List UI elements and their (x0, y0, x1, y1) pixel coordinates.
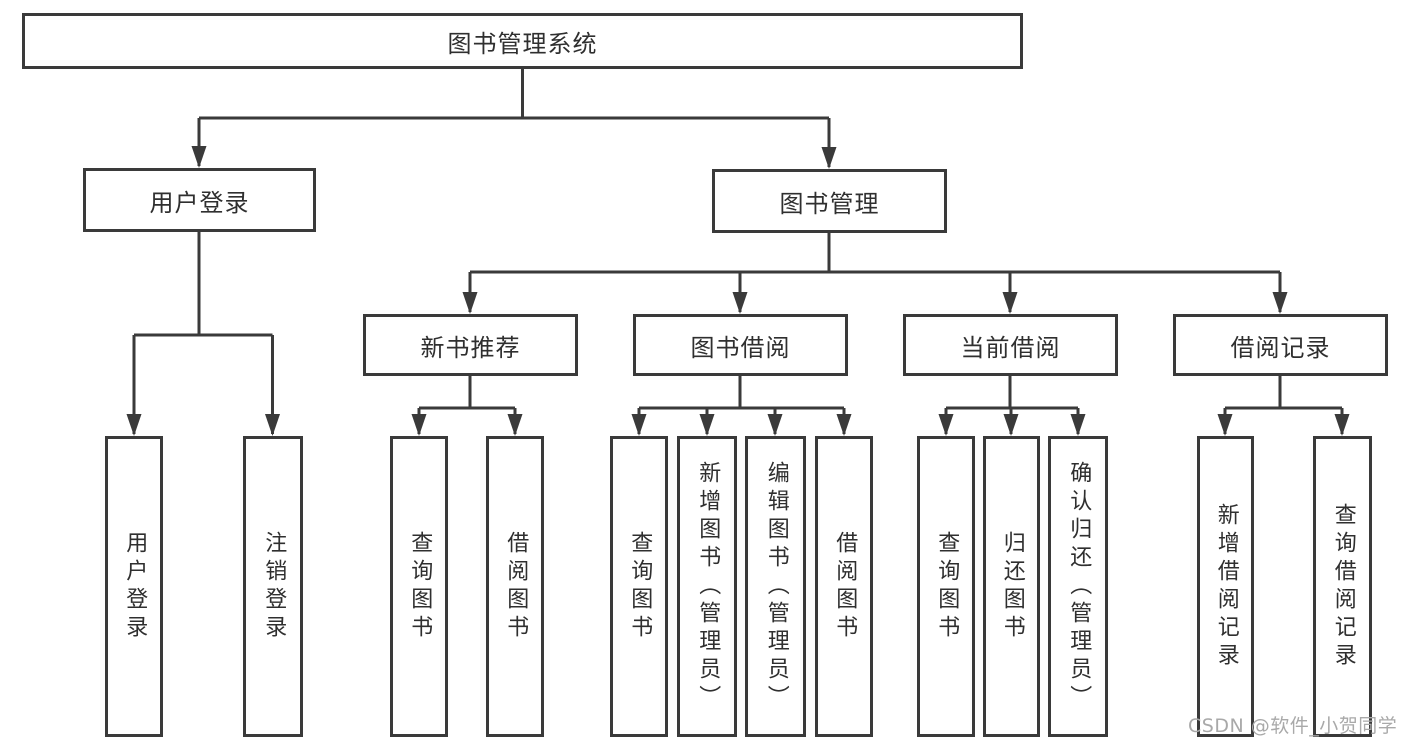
leaf-borrow-query-book-label: 查询图书 (627, 530, 653, 643)
leaf-logout-label: 注销登录 (261, 530, 287, 643)
leaf-current-return-book: 归还图书 (983, 436, 1040, 737)
node-new-book-recommend: 新书推荐 (363, 314, 578, 376)
leaf-borrow-edit-book-admin: 编辑图书（管理员） (745, 436, 806, 737)
node-book-management: 图书管理 (712, 169, 947, 233)
node-book-management-label: 图书管理 (779, 189, 880, 218)
node-root: 图书管理系统 (22, 13, 1023, 69)
node-current-borrow-label: 当前借阅 (960, 333, 1061, 362)
leaf-current-return-book-label: 归还图书 (999, 530, 1025, 643)
leaf-record-add-borrow-record: 新增借阅记录 (1197, 436, 1254, 737)
leaf-current-query-book: 查询图书 (917, 436, 975, 737)
node-new-book-recommend-label: 新书推荐 (420, 333, 521, 362)
leaf-record-query-borrow-record-label: 查询借阅记录 (1330, 502, 1356, 671)
leaf-borrow-add-book-admin-label: 新增图书（管理员） (695, 460, 721, 713)
leaf-record-add-borrow-record-label: 新增借阅记录 (1213, 502, 1239, 671)
leaf-current-confirm-return-admin-label: 确认归还（管理员） (1066, 460, 1092, 713)
leaf-borrow-add-book-admin: 新增图书（管理员） (677, 436, 737, 737)
leaf-newrec-borrow-book: 借阅图书 (486, 436, 544, 737)
node-root-label: 图书管理系统 (447, 29, 598, 58)
leaf-user-login-label: 用户登录 (122, 530, 148, 643)
leaf-current-confirm-return-admin: 确认归还（管理员） (1048, 436, 1108, 737)
leaf-borrow-query-book: 查询图书 (610, 436, 668, 737)
leaf-logout: 注销登录 (243, 436, 303, 737)
leaf-newrec-query-book-label: 查询图书 (407, 530, 433, 643)
leaf-newrec-query-book: 查询图书 (390, 436, 448, 737)
leaf-record-query-borrow-record: 查询借阅记录 (1313, 436, 1372, 737)
node-book-borrow-label: 图书借阅 (690, 333, 791, 362)
node-borrow-record-label: 借阅记录 (1230, 333, 1331, 362)
leaf-newrec-borrow-book-label: 借阅图书 (503, 530, 529, 643)
csdn-watermark: CSDN @软件_小贺同学 (1188, 715, 1398, 737)
node-user-login: 用户登录 (83, 168, 316, 232)
leaf-borrow-borrow-book-label: 借阅图书 (832, 530, 858, 643)
leaf-user-login: 用户登录 (105, 436, 163, 737)
arrowhead-icons (126, 146, 1350, 436)
node-book-borrow: 图书借阅 (633, 314, 848, 376)
node-current-borrow: 当前借阅 (903, 314, 1118, 376)
leaf-borrow-edit-book-admin-label: 编辑图书（管理员） (763, 460, 789, 713)
node-user-login-label: 用户登录 (149, 188, 250, 217)
leaf-borrow-borrow-book: 借阅图书 (815, 436, 873, 737)
node-borrow-record: 借阅记录 (1173, 314, 1388, 376)
leaf-current-query-book-label: 查询图书 (934, 530, 960, 643)
